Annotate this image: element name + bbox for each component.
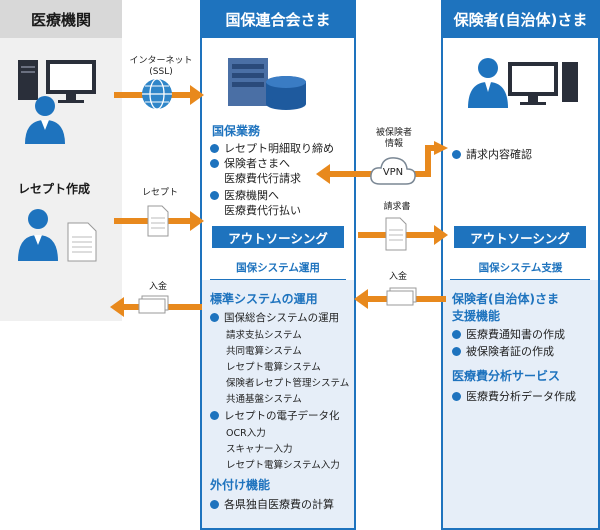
- medical-institution-header: 医療機関: [0, 0, 122, 38]
- staff-at-pc-icon: [468, 58, 578, 108]
- list-item: 医療費分析データ作成: [452, 388, 576, 404]
- internet-label: インターネット(SSL): [129, 56, 193, 77]
- bullet-icon: [452, 347, 461, 356]
- payment-left-arrow: [110, 295, 202, 317]
- list-item: 保険者さまへ: [210, 155, 290, 171]
- list-item: 請求内容確認: [452, 146, 532, 162]
- list-item-continuation: 医療費代行払い: [224, 204, 301, 217]
- external-function-title: 外付け機能: [210, 478, 271, 492]
- kokuho-system-operation-panel: [202, 280, 354, 528]
- kokuho-federation-header: 国保連合会さま: [200, 0, 356, 38]
- bullet-icon: [452, 392, 461, 401]
- bullet-icon: [210, 313, 219, 322]
- list-item: 医療機関へ: [210, 187, 279, 203]
- pc-icon: [18, 60, 96, 103]
- insurer-support-title: 保険者(自治体)さま支援機能: [452, 292, 559, 323]
- receipt-flow-label: レセプト: [141, 188, 178, 198]
- bullet-icon: [452, 150, 461, 159]
- sub-item: 保険者レセプト管理システム: [226, 378, 350, 389]
- sub-item: 請求支払システム: [226, 330, 302, 341]
- outsourcing-button-right: アウトソーシング: [454, 226, 586, 248]
- bullet-icon: [210, 191, 219, 200]
- standard-system-title: 標準システムの運用: [210, 292, 318, 306]
- payment-left-label: 入金: [148, 282, 167, 292]
- sub-item: 共通基盤システム: [226, 394, 302, 405]
- payment-right-arrow: [354, 287, 446, 309]
- payment-right-label: 入金: [388, 272, 407, 282]
- sub-item: OCR入力: [226, 428, 266, 439]
- bullet-icon: [210, 500, 219, 509]
- bullet-icon: [210, 159, 219, 168]
- claim-label: 請求書: [383, 202, 411, 212]
- kokuho-work-title: 国保業務: [212, 124, 261, 138]
- clerk-icon: [18, 209, 97, 262]
- sub-item: レセプト電算システム入力: [226, 460, 340, 471]
- list-item: 被保険者証の作成: [452, 343, 554, 359]
- sub-item: 共同電算システム: [226, 346, 302, 357]
- list-item-continuation: 医療費代行請求: [224, 172, 301, 185]
- doctor-icon: [25, 96, 65, 144]
- divider: [450, 279, 590, 280]
- list-item: レセプト明細取り締め: [210, 140, 334, 156]
- outsourcing-button-middle: アウトソーシング: [212, 226, 344, 248]
- vpn-label: VPN: [382, 167, 404, 178]
- list-item: レセプトの電子データ化: [210, 408, 340, 423]
- insured-info-label: 被保険者情報: [375, 128, 412, 149]
- kokuho-system-support-panel: [443, 280, 598, 528]
- kokuho-system-support-label: 国保システム支援: [478, 262, 563, 274]
- medical-cost-analysis-title: 医療費分析サービス: [452, 369, 561, 383]
- cloud-icon: [370, 157, 416, 185]
- bullet-icon: [210, 144, 219, 153]
- claim-arrow: [358, 217, 448, 251]
- insurer-header: 保険者(自治体)さま: [441, 0, 600, 38]
- bullet-icon: [452, 330, 461, 339]
- kokuho-system-operation-label: 国保システム運用: [236, 262, 320, 274]
- list-item: 医療費通知書の作成: [452, 326, 565, 342]
- list-item: 国保総合システムの運用: [210, 310, 339, 325]
- sub-item: レセプト電算システム: [226, 362, 321, 373]
- sub-item: スキャナー入力: [226, 444, 293, 455]
- list-item: 各県独自医療費の計算: [210, 496, 334, 512]
- receipt-arrow: [114, 205, 204, 237]
- divider: [210, 279, 346, 280]
- bullet-icon: [210, 411, 219, 420]
- receipt-creation-label: レセプト作成: [18, 182, 91, 196]
- server-icon: [228, 58, 306, 110]
- globe-icon: [142, 78, 172, 110]
